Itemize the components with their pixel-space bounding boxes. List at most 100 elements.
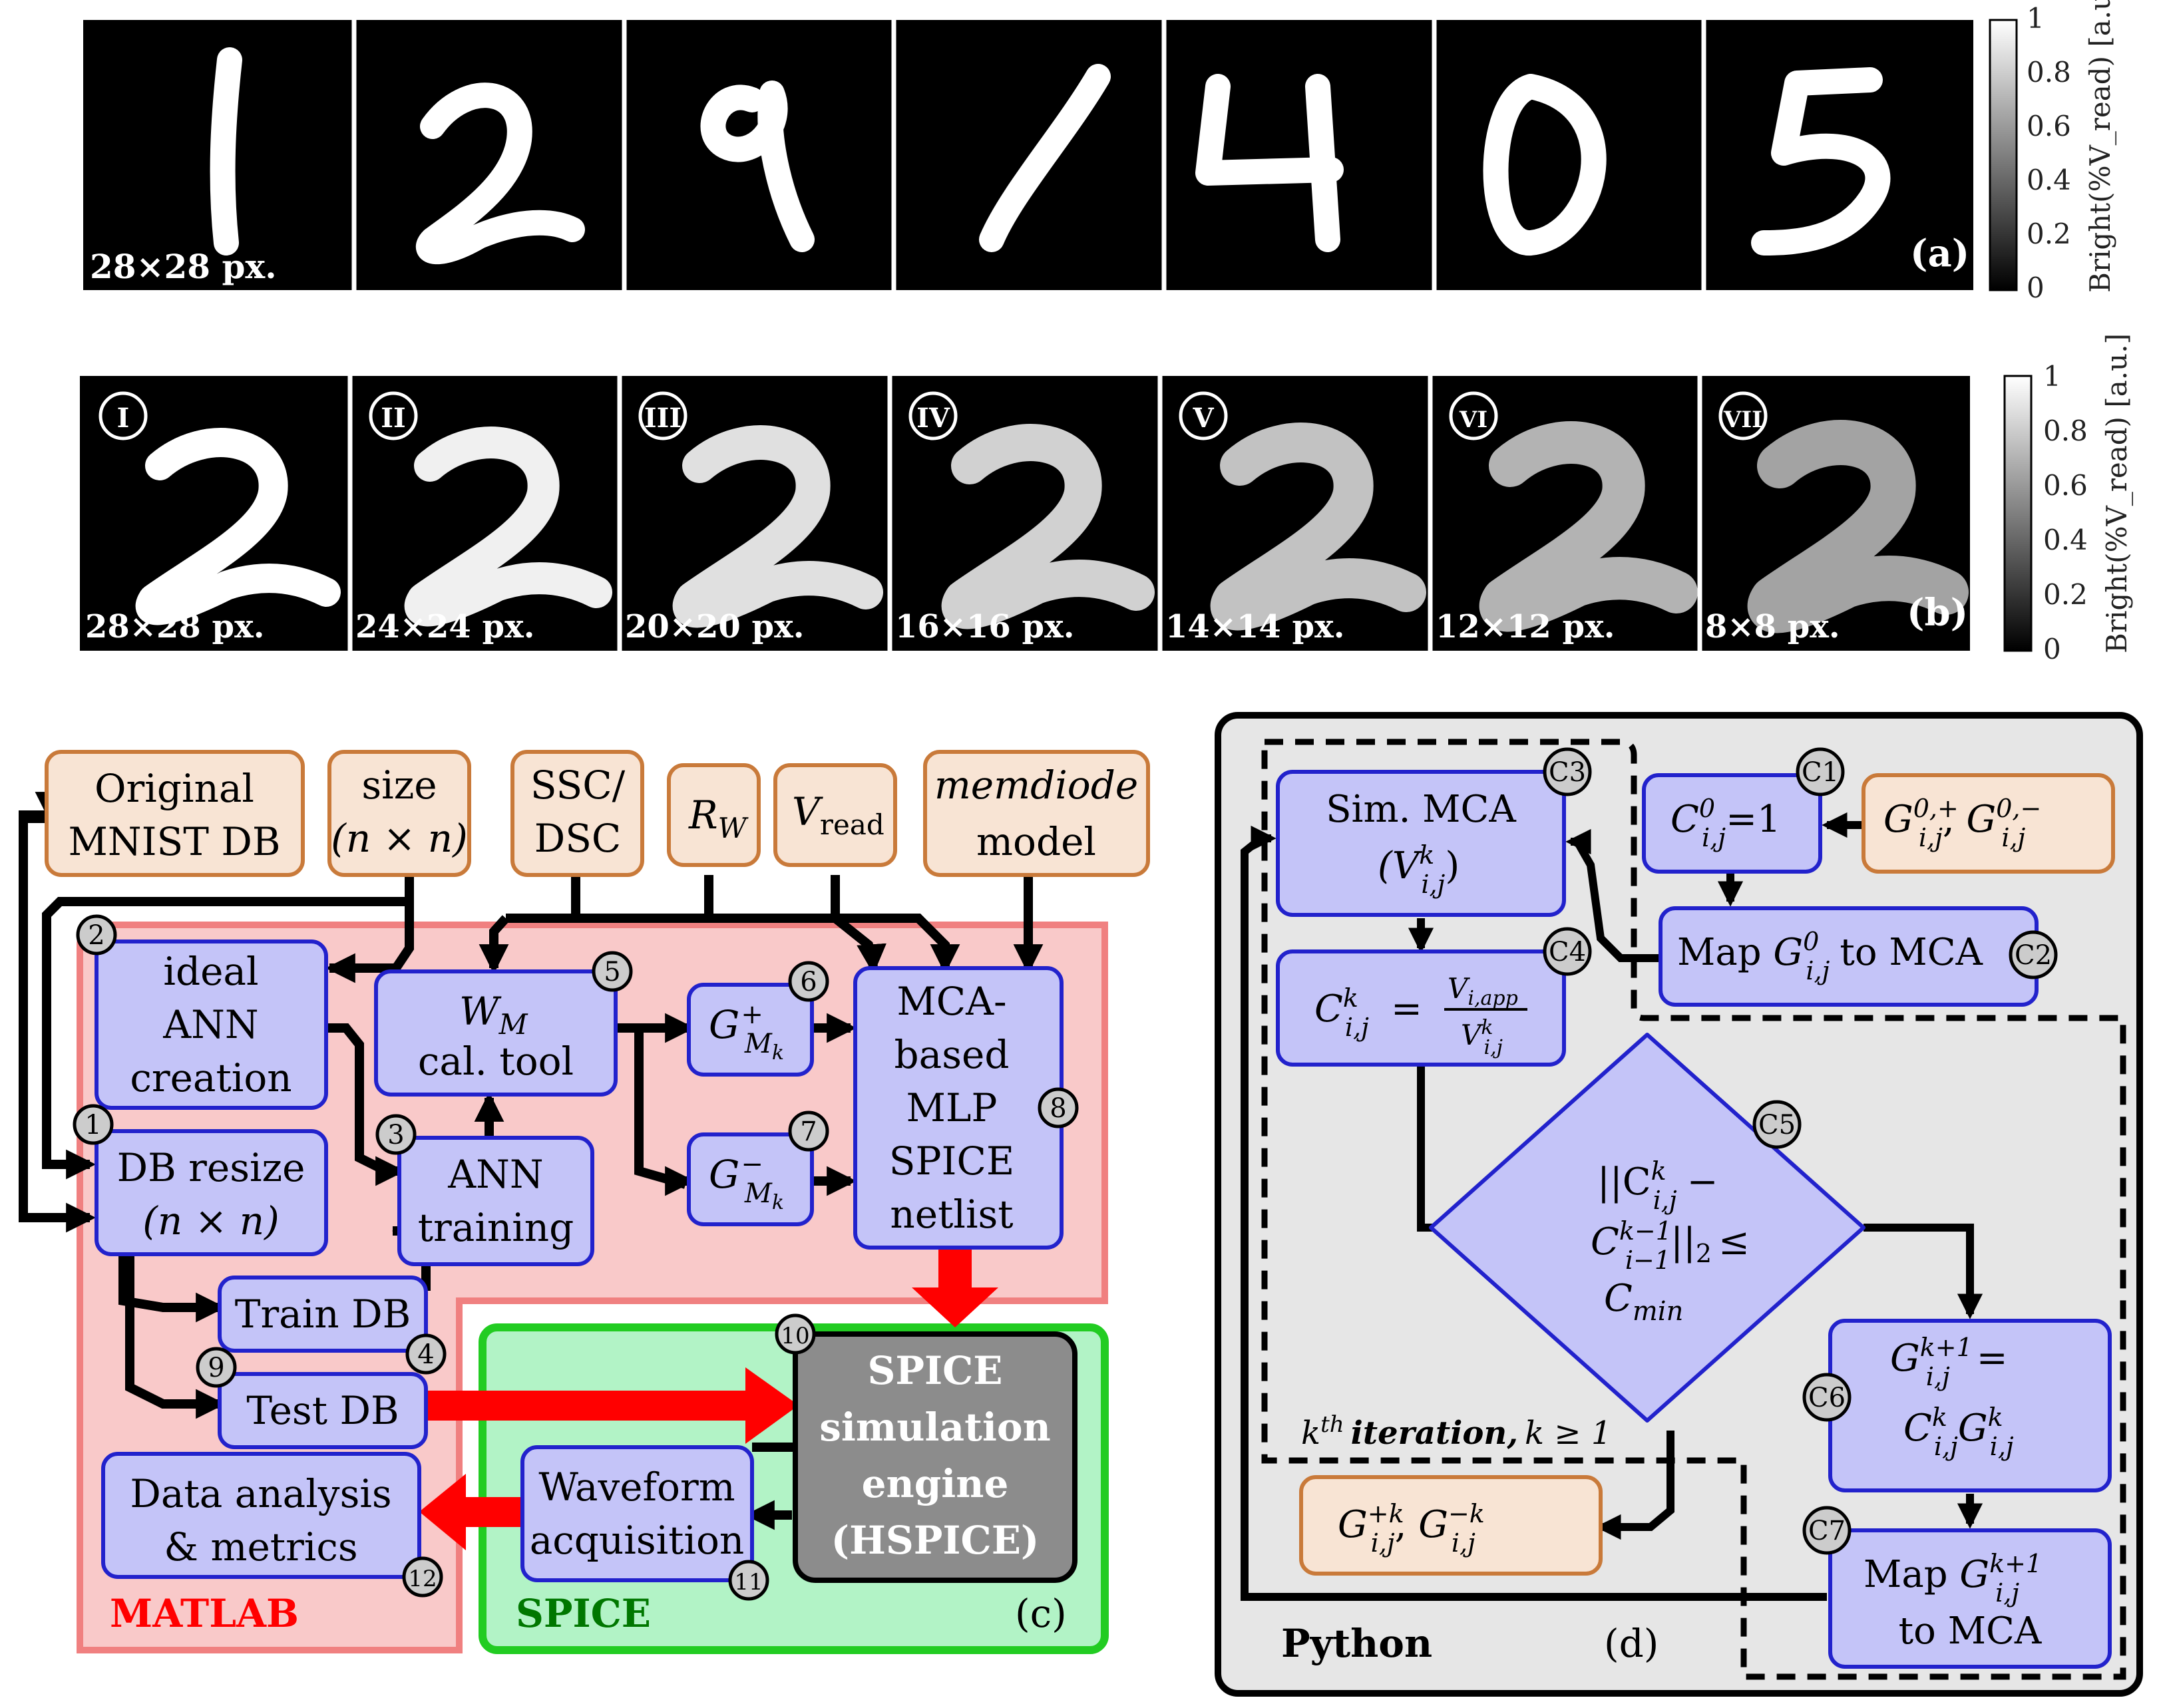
panel-c: MATLAB SPICE (c) — [19, 750, 1150, 1654]
downsampled-digit-stroke — [1211, 423, 1426, 631]
step-badge-number: 10 — [781, 1323, 809, 1349]
block-data-analysis — [101, 1452, 421, 1579]
step-badge — [1752, 1100, 1802, 1149]
roman-numeral: V — [1192, 403, 1214, 434]
block-g-minus — [687, 1132, 814, 1226]
analysis-line1: Data analysis — [130, 1471, 391, 1516]
step-badge-label: C3 — [1549, 757, 1586, 788]
downsampled-digit-stroke — [136, 428, 341, 625]
step-badge — [375, 1114, 417, 1155]
waveform-line2: acquisition — [530, 1518, 745, 1563]
panel-label-d: (d) — [1604, 1621, 1659, 1666]
panel-label-c: (c) — [1015, 1591, 1067, 1636]
input-vread — [773, 763, 897, 867]
digit-stroke — [700, 81, 815, 252]
colorbar-a — [1989, 19, 2018, 291]
mnist-line1: Original — [95, 766, 254, 811]
size-label: 8×8 px. — [1705, 608, 1840, 645]
memdiode-line1: memdiode — [934, 763, 1138, 808]
mnist-digit-samples — [210, 47, 1891, 265]
mca-line1: MCA- — [896, 979, 1006, 1024]
roman-circle — [1179, 391, 1228, 440]
cond-line3: Cmin — [1604, 1277, 1683, 1327]
step-badge-number: 6 — [800, 967, 817, 997]
spice-label: SPICE — [516, 1591, 651, 1636]
input-size — [327, 750, 471, 877]
vread-label: Vread — [792, 789, 884, 841]
sim-mca-label: Sim. MCA — [1326, 788, 1516, 831]
step-badge-label: C6 — [1808, 1383, 1846, 1413]
svg-text:1: 1 — [2043, 360, 2061, 393]
svg-text:0.4: 0.4 — [2043, 524, 2088, 556]
output-gk — [1299, 1475, 1603, 1576]
red-flow-arrows — [419, 1248, 998, 1550]
step-badge — [402, 1556, 443, 1598]
size-label: 16×16 px. — [895, 608, 1074, 645]
block-ann-training — [397, 1136, 594, 1266]
spice-line4: (HSPICE) — [831, 1518, 1040, 1563]
memdiode-line2: model — [976, 819, 1096, 864]
step-badge — [1796, 747, 1845, 796]
roman-circle — [98, 391, 148, 440]
step-badge — [728, 1560, 769, 1601]
step-badge — [196, 1347, 237, 1388]
mca-line4: SPICE — [889, 1138, 1014, 1184]
colorbar-a-label: Bright(%V_read) [a.u.] — [2084, 0, 2116, 293]
digit-stroke — [210, 47, 242, 256]
panel-label-a: (a) — [1910, 232, 1969, 275]
train-db-label: Train DB — [235, 1291, 411, 1337]
ideal-line3: creation — [130, 1055, 292, 1101]
digit-stroke — [1483, 74, 1607, 256]
svg-text:0.6: 0.6 — [2027, 110, 2071, 142]
matlab-label: MATLAB — [110, 1591, 299, 1636]
resize-line2: (n × n) — [142, 1198, 279, 1244]
step-badge — [1802, 1506, 1852, 1555]
input-g0 — [1862, 773, 2115, 874]
step-badge-number: 7 — [800, 1116, 817, 1147]
roman-numeral: III — [644, 403, 682, 434]
map-gk1-line2: to MCA — [1899, 1610, 2042, 1653]
size-label: 20×20 px. — [625, 608, 804, 645]
mca-line5: netlist — [890, 1192, 1013, 1237]
block-map-gk1 — [1828, 1528, 2112, 1669]
block-ck — [1276, 949, 1566, 1067]
step-badge-number: 4 — [417, 1339, 434, 1370]
roman-circle — [1449, 391, 1498, 440]
svg-text:0.4: 0.4 — [2027, 164, 2071, 196]
svg-text:0: 0 — [2027, 271, 2045, 304]
step-badge-number: 11 — [734, 1569, 763, 1596]
downsampled-digits — [136, 420, 1969, 633]
size-label: 28×28 px. — [90, 247, 277, 286]
step-badge-label: C2 — [2015, 940, 2052, 971]
roman-numeral: VI — [1459, 407, 1487, 433]
wm-tool-label: cal. tool — [418, 1039, 574, 1084]
step-badge — [76, 914, 117, 955]
block-spice-engine — [793, 1331, 1078, 1583]
step-badge — [1038, 1087, 1079, 1128]
step-badge-number: 9 — [208, 1353, 224, 1383]
step-badge-label: C7 — [1808, 1516, 1846, 1546]
g-plus-label: G+Mk — [709, 999, 784, 1065]
step-badge — [788, 1110, 829, 1152]
digit-stroke — [979, 64, 1111, 252]
step-badge — [775, 1313, 816, 1355]
downsampled-digit-stroke — [942, 424, 1155, 629]
downsampled-digit-stroke — [1479, 421, 1698, 632]
step-badge-number: 3 — [387, 1120, 404, 1150]
colorbar-a-ticks: 0 0.2 0.4 0.6 0.8 1 — [2027, 2, 2071, 304]
roman-circle — [638, 391, 687, 440]
step-badge — [592, 951, 633, 992]
ssc-line1: SSC/ — [530, 763, 626, 808]
step-badge — [788, 961, 829, 1002]
block-wm-tool — [374, 969, 618, 1097]
mnist-line2: MNIST DB — [68, 819, 280, 864]
colorbar-b-ticks: 0 0.2 0.4 0.6 0.8 1 — [2043, 360, 2088, 665]
block-db-resize — [95, 1129, 328, 1256]
block-c1 — [1642, 773, 1822, 874]
svg-text:0.2: 0.2 — [2043, 578, 2088, 611]
step-badge-label: C4 — [1549, 937, 1586, 967]
size-label: 12×12 px. — [1436, 608, 1615, 645]
colorbar-b-label: Bright(%V_read) [a.u.] — [2100, 333, 2133, 653]
roman-numeral: I — [117, 403, 130, 434]
